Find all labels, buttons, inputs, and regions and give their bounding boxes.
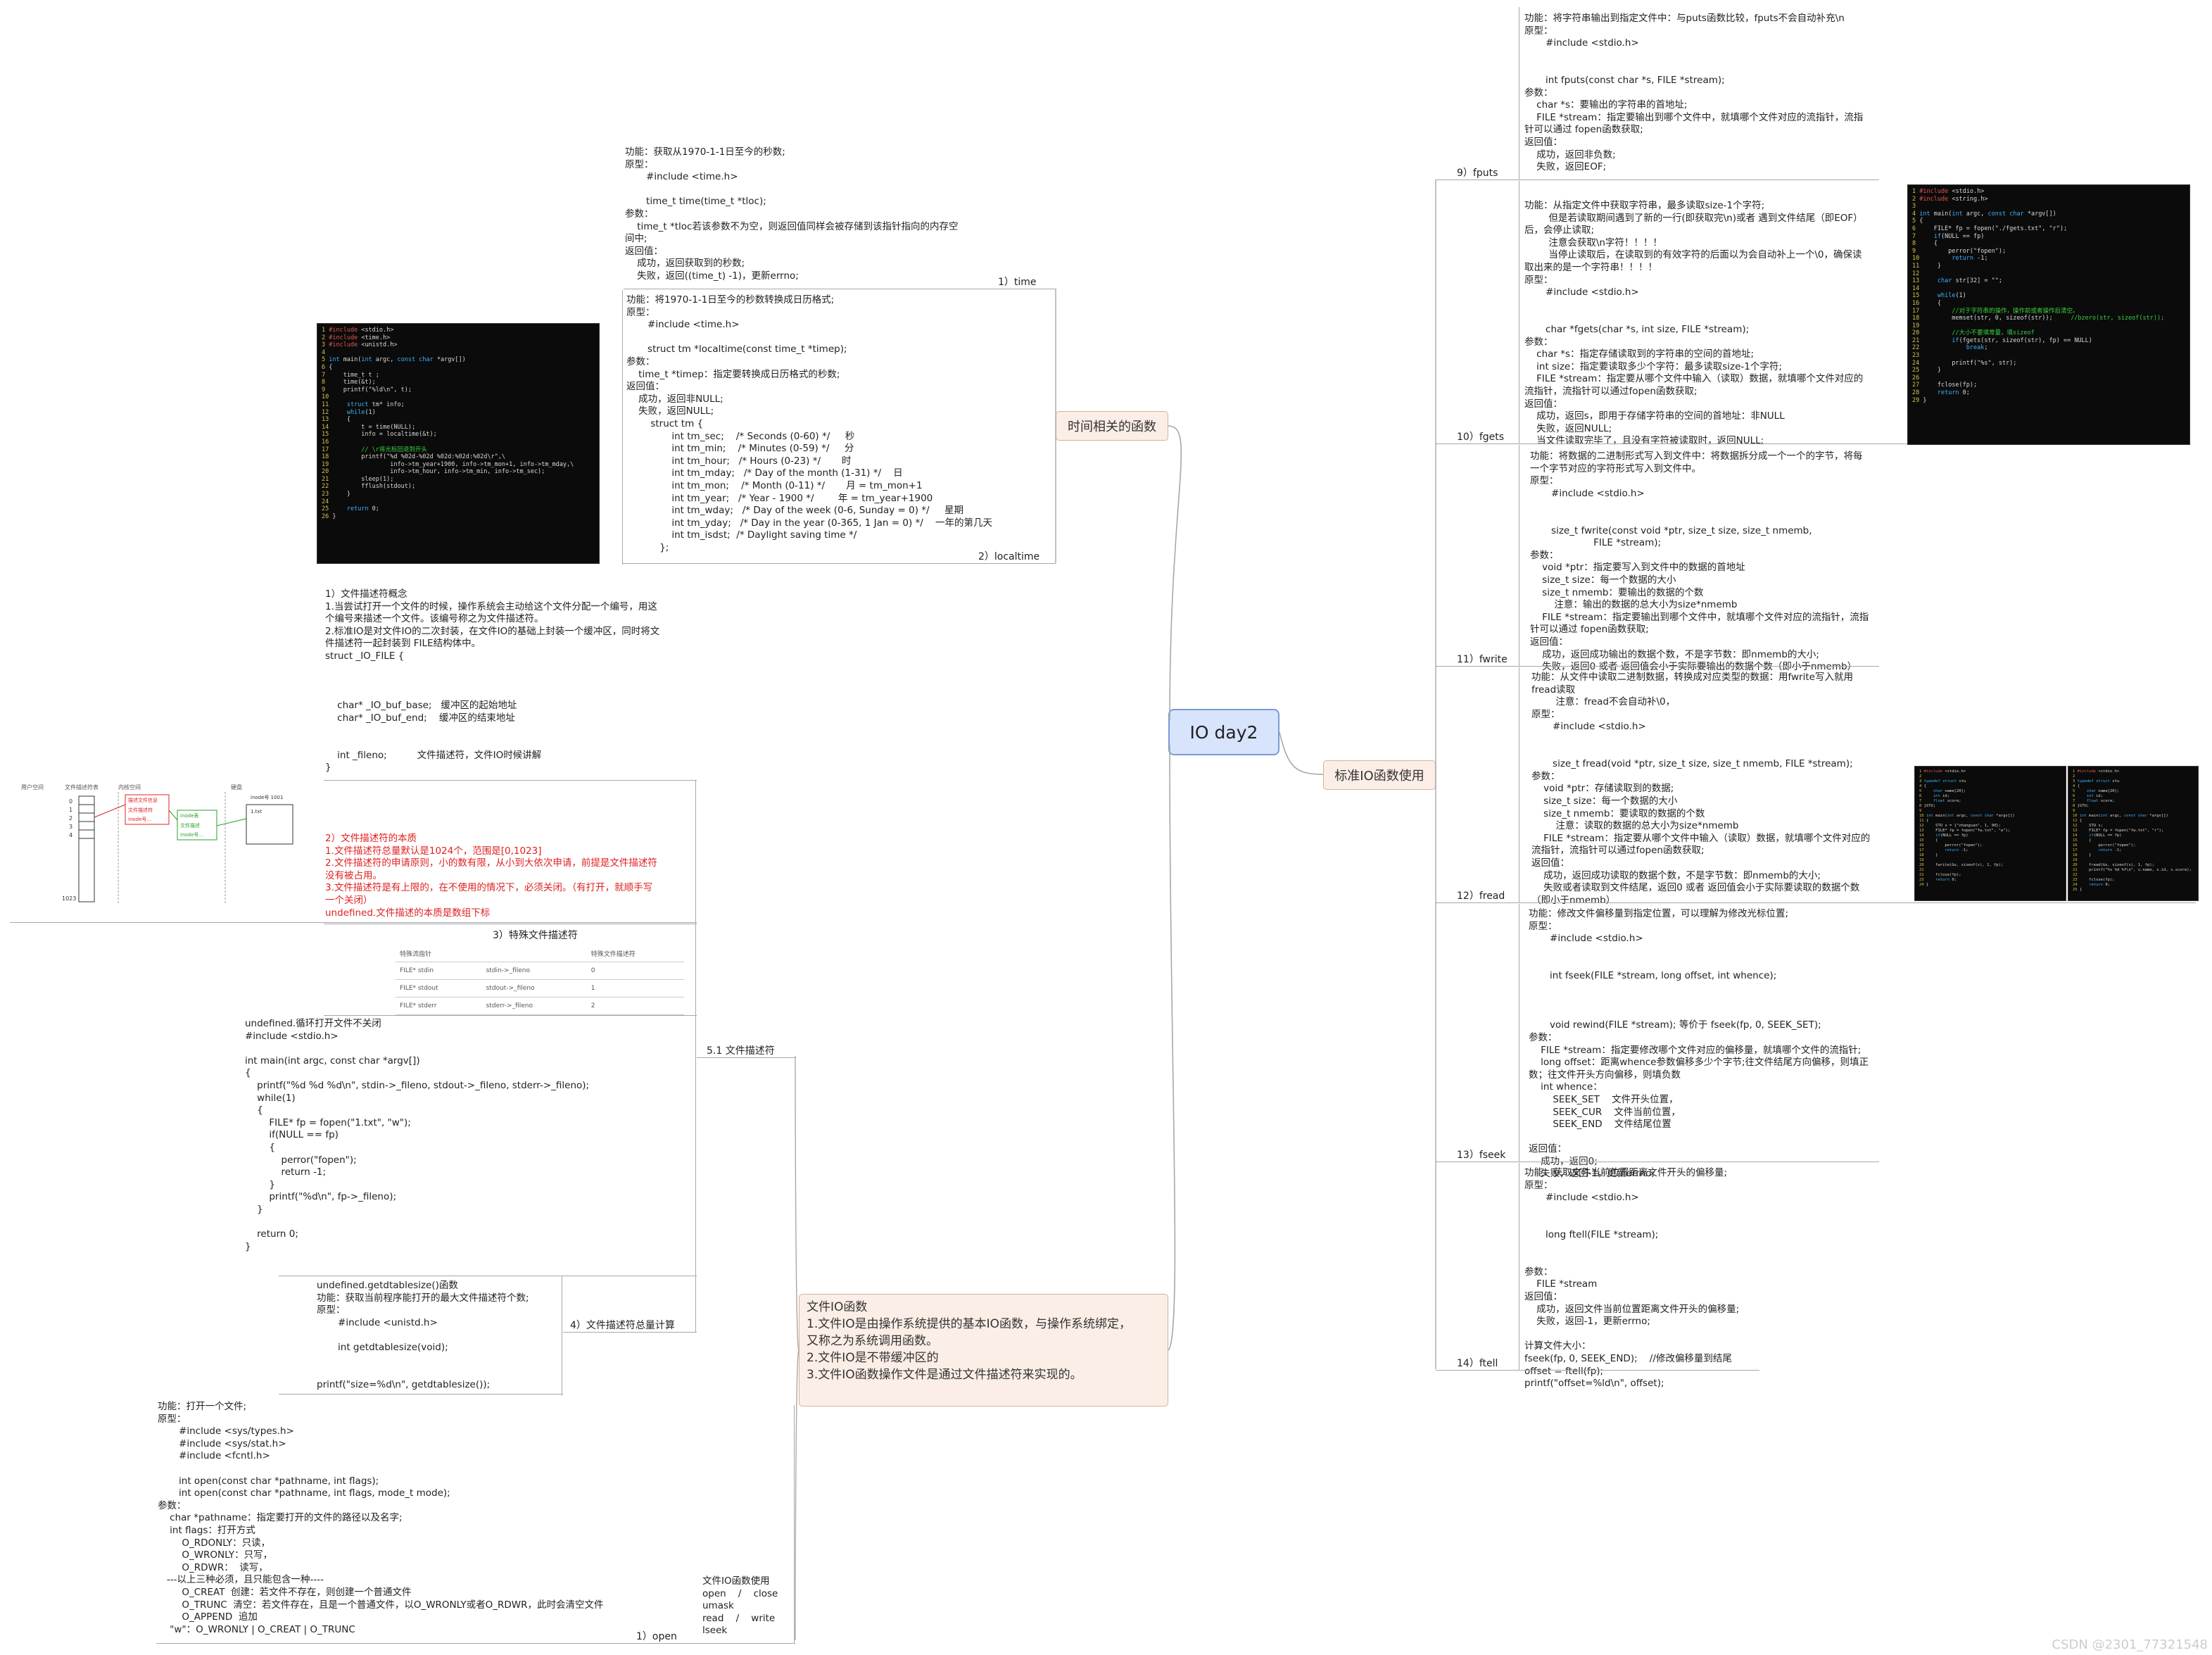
diagram-fd-array: [78, 795, 95, 902]
diagram-index-1: 1: [69, 807, 72, 813]
special-fd-title: 3）特殊文件描述符: [493, 930, 578, 941]
open-border: [794, 1405, 795, 1643]
diagram-kernel-struct: [125, 794, 170, 825]
watermark: CSDN @2301_77321548: [2052, 1637, 2208, 1652]
code-screenshot-fgets: 1 #include <stdio.h> 2 #include <string.…: [1907, 184, 2190, 445]
fd-loop-code: undefined.循环打开文件不关闭 #include <stdio.h> i…: [245, 1018, 590, 1252]
diagram-index-2: 2: [69, 815, 72, 822]
fputs-text: 功能：将字符串输出到指定文件中：与puts函数比较，fputs不会自动补充\n …: [1524, 13, 1864, 173]
ftell-label: 14）ftell: [1457, 1358, 1498, 1369]
connector-stdio: [1279, 731, 1324, 775]
localtime-function-text: 功能：将1970-1-1日至今的秒数转换成日历格式; 原型： #include …: [626, 294, 992, 553]
topic-file-io[interactable]: 文件IO函数 1.文件IO是由操作系统提供的基本IO函数，与操作系统绑定， 又称…: [799, 1294, 1168, 1407]
getdtablesize-label: 4）文件描述符总量计算: [570, 1320, 675, 1331]
localtime-function-label: 2）localtime: [978, 551, 1040, 562]
fd-section-label: 5.1 文件描述符: [707, 1045, 775, 1057]
open-function-label: 1）open: [636, 1631, 677, 1642]
fd-section-underline: [697, 1057, 795, 1058]
getdtablesize-bottom: [279, 1394, 563, 1395]
svg-text:1.txt: 1.txt: [251, 809, 263, 814]
fd-code-border: [695, 1015, 696, 1332]
ftell-text: 功能：获取文件当前位置距离文件开头的偏移量; 原型： #include <std…: [1524, 1167, 1740, 1390]
localtime-left-border: [622, 290, 623, 565]
connector-time: [1168, 425, 1182, 722]
fseek-text: 功能：修改文件偏移量到指定位置，可以理解为修改光标位置; 原型： #includ…: [1529, 908, 1869, 1180]
connector-fileio: [1168, 744, 1176, 1351]
diagram-index-1023: 1023: [62, 895, 76, 902]
code-screenshot-fread: 1 #include <stdio.h> 2 3 typedef struct …: [2068, 766, 2199, 901]
diagram-arrow-2: [168, 810, 178, 821]
fgets-underline: [1436, 443, 2190, 444]
diagram-disk: 硬盘: [231, 784, 242, 791]
open-function-text: 功能：打开一个文件; 原型： #include <sys/types.h> #i…: [158, 1401, 604, 1635]
localtime-underline: [622, 563, 1056, 564]
svg-text:文件描述符: 文件描述符: [128, 807, 153, 813]
diagram-index-3: 3: [69, 824, 72, 830]
fread-text: 功能：从文件中读取二进制数据，转换成对应类型的数据：用fwrite写入就用 fr…: [1531, 672, 1871, 906]
code-localtime: 1 #include <stdio.h> 2 #include <time.h>…: [322, 327, 574, 520]
diagram-arrow-1: [94, 804, 126, 818]
fwrite-text: 功能：将数据的二进制形式写入到文件中：将数据拆分成一个一个的字节，将每 一个字节…: [1530, 451, 1869, 673]
fwrite-label: 11）fwrite: [1457, 654, 1508, 665]
svg-text:inode表: inode表: [180, 812, 198, 819]
diagram-disk-box: [246, 804, 293, 845]
diagram-fd-table: 文件描述符表: [65, 784, 99, 791]
svg-text:文件描述: 文件描述: [180, 822, 200, 829]
diagram-index-0: 0: [69, 798, 72, 805]
time-function-label: 1）time: [998, 277, 1037, 288]
special-fd-bottom-line: [324, 1015, 697, 1016]
svg-text:inode号 1001: inode号 1001: [251, 795, 283, 800]
fread-underline: [1436, 902, 2196, 903]
fd-diagram-underline: [10, 922, 697, 923]
file-io-usage-list: 文件IO函数使用 open / close umask read / write…: [702, 1575, 778, 1637]
fread-label: 12）fread: [1457, 891, 1505, 902]
diagram-kernel-space: 内核空间: [118, 784, 141, 791]
code-fgets: 1 #include <stdio.h> 2 #include <string.…: [1912, 188, 2165, 404]
topic-time-functions[interactable]: 时间相关的函数: [1056, 411, 1168, 441]
svg-text:inode号...: inode号...: [180, 832, 203, 838]
fgets-label: 10）fgets: [1457, 432, 1505, 443]
fd-section-border: [695, 780, 696, 1065]
getdtablesize-text: undefined.getdtablesize()函数 功能：获取当前程序能打开…: [317, 1280, 529, 1390]
code-fread: 1 #include <stdio.h> 2 3 typedef struct …: [2073, 769, 2192, 892]
diagram-arrow-3: [216, 818, 247, 826]
code-fwrite: 1 #include <stdio.h> 2 3 typedef struct …: [1919, 769, 2015, 887]
svg-text:inode号...: inode号...: [128, 817, 151, 822]
diagram-index-4: 4: [69, 832, 72, 838]
fd-essence-text: 2）文件描述符的本质 1.文件描述符总量默认是1024个，范围是[0,1023]…: [325, 833, 657, 919]
fwrite-underline: [1436, 666, 1879, 667]
getdtablesize-underline: [563, 1332, 697, 1333]
fd-concept-text: 1）文件描述符概念 1.当尝试打开一个文件的时候，操作系统会主动给这个文件分配一…: [325, 589, 660, 774]
fseek-label: 13）fseek: [1457, 1150, 1506, 1161]
topic-standard-io[interactable]: 标准IO函数使用: [1323, 760, 1436, 790]
central-topic[interactable]: IO day2: [1168, 709, 1279, 755]
diagram-inode-struct: [177, 810, 217, 841]
fd-diagram: 用户空间 文件描述符表 内核空间 硬盘 0 1 2 3 4 1023 描述文件信…: [21, 784, 293, 903]
fputs-label: 9）fputs: [1457, 168, 1498, 179]
fgets-text: 功能：从指定文件中获取字符串，最多读取size-1个字符; 但是若读取期间遇到了…: [1524, 200, 1864, 447]
file-io-description: 文件IO函数 1.文件IO是由操作系统提供的基本IO函数，与操作系统绑定， 又称…: [807, 1300, 1132, 1382]
svg-text:描述文件信息: 描述文件信息: [128, 797, 158, 803]
open-underline: [156, 1643, 795, 1644]
ftell-underline: [1436, 1370, 1759, 1371]
diagram-user-space: 用户空间: [21, 784, 44, 791]
time-function-text: 功能：获取从1970-1-1日至今的秒数; 原型： #include <time…: [625, 146, 959, 282]
code-screenshot-fwrite: 1 #include <stdio.h> 2 3 typedef struct …: [1914, 766, 2066, 901]
fd-concept-underline: [324, 780, 697, 781]
table-row: 特殊流指针特殊文件描述符: [396, 945, 684, 962]
code-screenshot-localtime: 1 #include <stdio.h> 2 #include <time.h>…: [317, 323, 600, 564]
